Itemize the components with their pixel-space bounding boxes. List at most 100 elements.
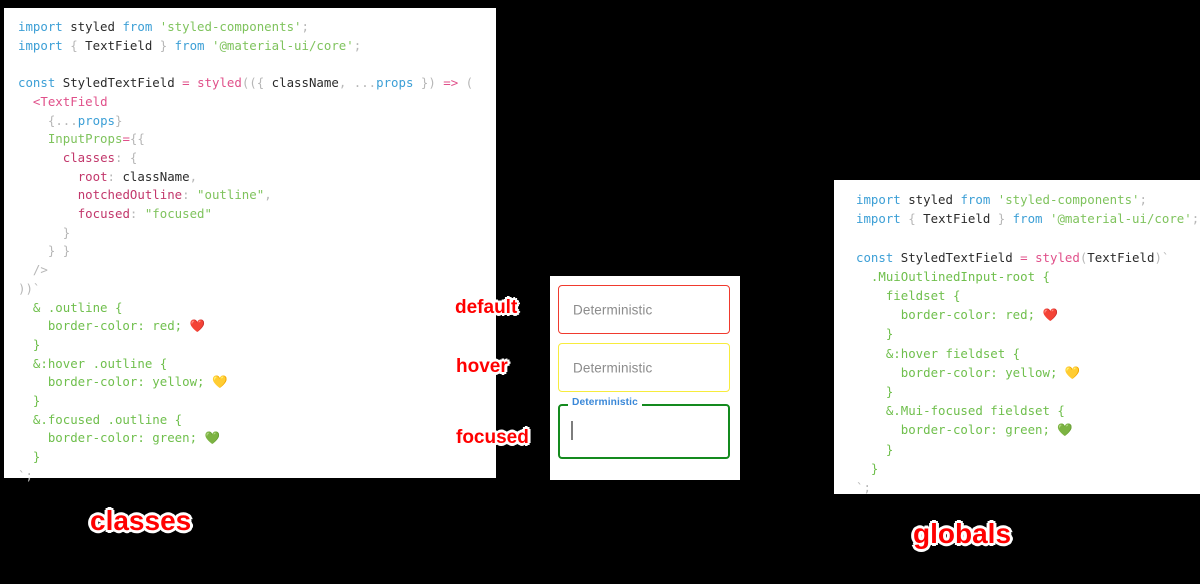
- code-token: from: [1005, 211, 1050, 227]
- code-token: {{: [129, 131, 145, 147]
- code-token: } }: [18, 243, 71, 259]
- code-token: 'styled-components': [997, 192, 1140, 207]
- code-line: `;: [856, 478, 1200, 497]
- code-token: =: [122, 131, 130, 147]
- code-line: }: [856, 440, 1200, 459]
- code-line: const StyledTextField = styled(({ classN…: [18, 74, 496, 93]
- code-token: root: [77, 168, 108, 184]
- code-token: TextField: [915, 211, 998, 227]
- code-line: <TextField: [18, 93, 496, 112]
- code-line: }: [856, 324, 1200, 343]
- code-token: }: [18, 449, 41, 465]
- code-token: import: [18, 19, 71, 34]
- code-line: notchedOutline: "outline",: [18, 186, 496, 205]
- code-token: }: [856, 441, 894, 457]
- code-line: [856, 228, 1200, 247]
- code-line: InputProps={{: [18, 130, 496, 149]
- code-panel-globals: import styled from 'styled-components'; i…: [834, 180, 1200, 497]
- code-line: root: className,: [18, 168, 496, 187]
- code-token: }: [18, 393, 41, 409]
- code-token: }: [159, 37, 168, 53]
- code-token: '@material-ui/core': [211, 37, 354, 53]
- code-token: styled: [197, 75, 242, 91]
- textfield-default[interactable]: Deterministic: [558, 285, 730, 334]
- code-token: className: [122, 168, 190, 184]
- code-token: ;: [353, 37, 362, 53]
- code-token: "outline": [197, 187, 265, 203]
- code-line: border-color: red; ❤️: [856, 305, 1200, 324]
- code-token: 💚: [204, 430, 220, 446]
- code-token: TextField: [1087, 249, 1155, 265]
- code-line: }: [856, 382, 1200, 401]
- code-line: & .outline {: [18, 299, 496, 318]
- textfield-focused-outline: [558, 404, 730, 459]
- code-line: import { TextField } from '@material-ui/…: [18, 37, 496, 56]
- code-token: border-color: red;: [18, 318, 190, 334]
- code-token: ;: [301, 19, 309, 34]
- code-token: fieldset {: [856, 288, 961, 304]
- textfield-focused-label: Deterministic: [568, 397, 642, 409]
- code-token: [18, 206, 78, 221]
- code-line: />: [18, 261, 496, 280]
- code-token: }: [115, 112, 123, 128]
- code-token: 'styled-components': [159, 19, 302, 34]
- code-line: &:hover .outline {: [18, 355, 496, 374]
- code-token: const: [856, 249, 901, 265]
- code-line: border-color: yellow; 💛: [18, 373, 496, 392]
- code-token: (: [1079, 249, 1088, 265]
- annotation-hover: hover: [456, 356, 508, 377]
- code-token: }: [856, 326, 894, 342]
- code-line: }: [18, 448, 496, 467]
- code-token: :: [182, 187, 198, 203]
- code-line: }: [18, 336, 496, 355]
- code-token: {: [908, 211, 916, 227]
- code-token: import: [856, 192, 909, 207]
- code-token: from: [167, 37, 212, 53]
- code-token: InputProps: [47, 131, 123, 147]
- code-token: }: [856, 460, 879, 476]
- text-caret: [571, 421, 573, 440]
- code-token: {: [256, 75, 272, 91]
- code-token: &:hover fieldset {: [856, 345, 1021, 361]
- code-line: border-color: green; 💚: [18, 429, 496, 448]
- code-token: `;: [18, 467, 33, 483]
- textfield-hover[interactable]: Deterministic: [558, 343, 730, 392]
- code-token: "focused": [144, 206, 212, 222]
- code-token: border-color: red;: [856, 307, 1043, 323]
- code-token: border-color: yellow;: [18, 374, 212, 390]
- code-line: [18, 55, 496, 74]
- textfield-focused[interactable]: Deterministic: [558, 397, 730, 459]
- code-token: 💛: [1064, 364, 1081, 380]
- code-token: :: [107, 168, 123, 184]
- code-token: border-color: green;: [18, 430, 205, 446]
- code-token: />: [18, 262, 48, 278]
- code-line: .MuiOutlinedInput-root {: [856, 267, 1200, 286]
- code-token: [18, 169, 78, 184]
- code-line: border-color: red; ❤️: [18, 317, 496, 336]
- code-token: from: [952, 192, 998, 207]
- code-token: }: [18, 336, 41, 352]
- code-token: styled: [1035, 249, 1080, 265]
- code-line: }: [18, 224, 496, 243]
- code-token: )`: [1154, 249, 1170, 265]
- code-token: const: [18, 75, 63, 91]
- code-token: import: [856, 211, 909, 227]
- code-token: <: [18, 93, 41, 109]
- code-token: classes: [62, 149, 115, 165]
- code-token: TextField: [40, 93, 108, 109]
- code-line: } }: [18, 242, 496, 261]
- code-token: ))`: [18, 280, 41, 296]
- code-token: StyledTextField: [900, 249, 1013, 265]
- code-token: =>: [443, 75, 459, 91]
- code-token: &:hover .outline {: [18, 355, 168, 371]
- code-token: (: [458, 75, 474, 91]
- code-line: import styled from 'styled-components';: [18, 18, 496, 37]
- code-token: [18, 150, 63, 165]
- code-token: ;: [1139, 192, 1147, 207]
- code-line: &.Mui-focused fieldset {: [856, 401, 1200, 420]
- code-token: 💛: [211, 374, 228, 390]
- code-token: ❤️: [189, 318, 206, 334]
- annotation-classes-caption: classes: [90, 505, 192, 536]
- code-token: &.Mui-focused fieldset {: [856, 403, 1065, 419]
- code-line: classes: {: [18, 149, 496, 168]
